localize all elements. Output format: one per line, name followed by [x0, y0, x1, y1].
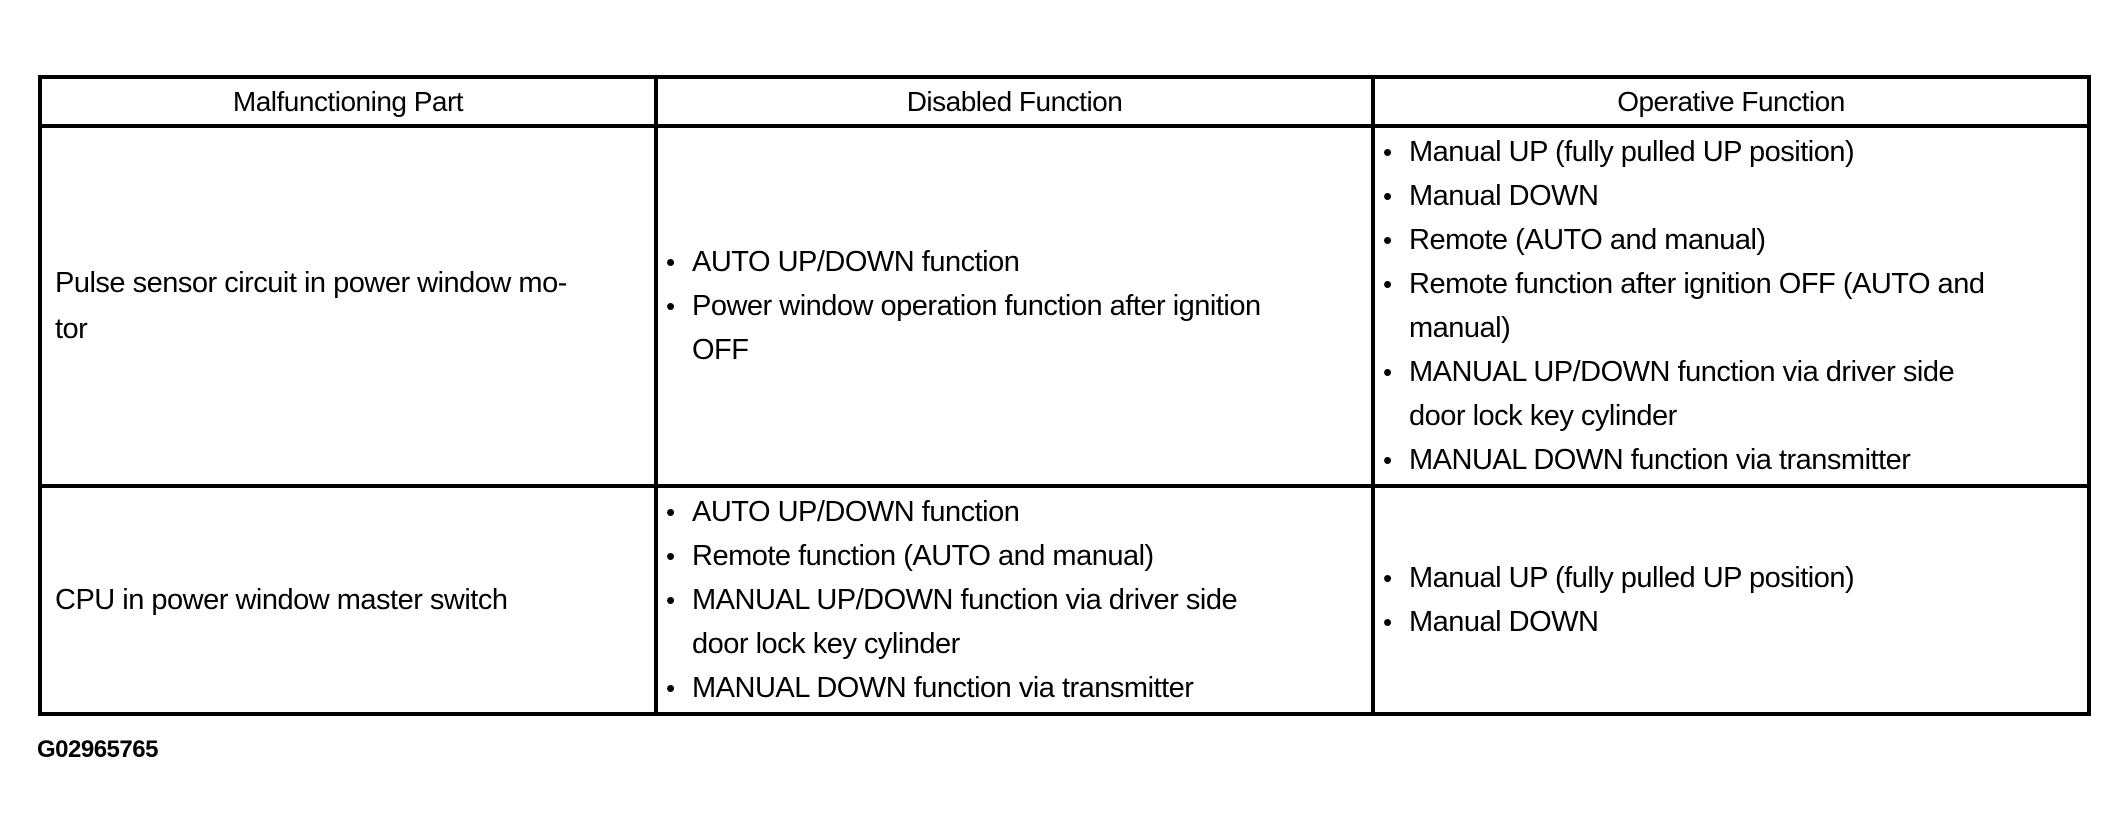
bullet-icon: • [1383, 137, 1392, 167]
list-item-text: Manual UP (fully pulled UP position) [1409, 562, 1855, 594]
cell-disabled-functions: • AUTO UP/DOWN function • Power window o… [654, 124, 1375, 488]
list-item-text: MANUAL UP/DOWN function via driver side … [1409, 356, 1955, 432]
list-item: • Manual DOWN [1383, 174, 2083, 218]
list-item: • MANUAL DOWN function via transmitter [666, 666, 1367, 710]
bullet-icon: • [666, 673, 675, 703]
operative-function-list: • Manual UP (fully pulled UP position) •… [1375, 554, 2087, 646]
list-item-text: AUTO UP/DOWN function [692, 246, 1020, 278]
column-header-malfunctioning-part: Malfunctioning Part [38, 75, 658, 128]
list-item-text: Manual UP (fully pulled UP position) [1409, 136, 1855, 168]
bullet-icon: • [666, 585, 675, 615]
list-item: • Manual DOWN [1383, 600, 2083, 644]
list-item: • Remote function after ignition OFF (AU… [1383, 262, 2083, 350]
cell-malfunctioning-part: CPU in power window master switch [38, 484, 658, 716]
cell-operative-functions: • Manual UP (fully pulled UP position) •… [1371, 124, 2091, 488]
bullet-icon: • [1383, 357, 1392, 387]
list-item-text: MANUAL DOWN function via transmitter [692, 672, 1194, 704]
figure-id: G02965765 [37, 736, 158, 763]
bullet-icon: • [1383, 181, 1392, 211]
list-item: • Power window operation function after … [666, 284, 1367, 372]
bullet-icon: • [666, 247, 675, 277]
list-item: • Manual UP (fully pulled UP position) [1383, 556, 2083, 600]
bullet-icon: • [666, 541, 675, 571]
list-item-text: MANUAL UP/DOWN function via driver side … [692, 584, 1238, 660]
disabled-function-list: • AUTO UP/DOWN function • Remote functio… [658, 488, 1371, 712]
bullet-icon: • [666, 291, 675, 321]
list-item: • AUTO UP/DOWN function [666, 490, 1367, 534]
list-item: • Remote function (AUTO and manual) [666, 534, 1367, 578]
list-item-text: Power window operation function after ig… [692, 290, 1261, 366]
bullet-icon: • [666, 497, 675, 527]
cell-malfunctioning-part: Pulse sensor circuit in power window mo-… [38, 124, 658, 488]
list-item-text: Manual DOWN [1409, 180, 1599, 212]
list-item: • MANUAL UP/DOWN function via driver sid… [1383, 350, 2083, 438]
cell-disabled-functions: • AUTO UP/DOWN function • Remote functio… [654, 484, 1375, 716]
bullet-icon: • [1383, 225, 1392, 255]
part-name: CPU in power window master switch [55, 584, 508, 616]
bullet-icon: • [1383, 563, 1392, 593]
list-item-text: AUTO UP/DOWN function [692, 496, 1020, 528]
list-item-text: Manual DOWN [1409, 606, 1599, 638]
bullet-icon: • [1383, 607, 1392, 637]
malfunction-function-table: Malfunctioning Part Disabled Function Op… [38, 75, 2091, 716]
table-row: CPU in power window master switch • AUTO… [38, 484, 2091, 716]
column-header-operative-function: Operative Function [1371, 75, 2091, 128]
part-name: Pulse sensor circuit in power window mo-… [55, 267, 567, 345]
disabled-function-list: • AUTO UP/DOWN function • Power window o… [658, 238, 1371, 374]
operative-function-list: • Manual UP (fully pulled UP position) •… [1375, 128, 2087, 484]
table-row: Pulse sensor circuit in power window mo-… [38, 124, 2091, 488]
list-item: • Remote (AUTO and manual) [1383, 218, 2083, 262]
list-item: • Manual UP (fully pulled UP position) [1383, 130, 2083, 174]
list-item-text: Remote (AUTO and manual) [1409, 224, 1766, 256]
header-row: Malfunctioning Part Disabled Function Op… [38, 75, 2091, 128]
column-header-disabled-function: Disabled Function [654, 75, 1375, 128]
list-item: • MANUAL UP/DOWN function via driver sid… [666, 578, 1367, 666]
list-item-text: Remote function after ignition OFF (AUTO… [1409, 268, 1985, 344]
bullet-icon: • [1383, 445, 1392, 475]
list-item: • MANUAL DOWN function via transmitter [1383, 438, 2083, 482]
list-item: • AUTO UP/DOWN function [666, 240, 1367, 284]
list-item-text: MANUAL DOWN function via transmitter [1409, 444, 1911, 476]
cell-operative-functions: • Manual UP (fully pulled UP position) •… [1371, 484, 2091, 716]
bullet-icon: • [1383, 269, 1392, 299]
list-item-text: Remote function (AUTO and manual) [692, 540, 1154, 572]
